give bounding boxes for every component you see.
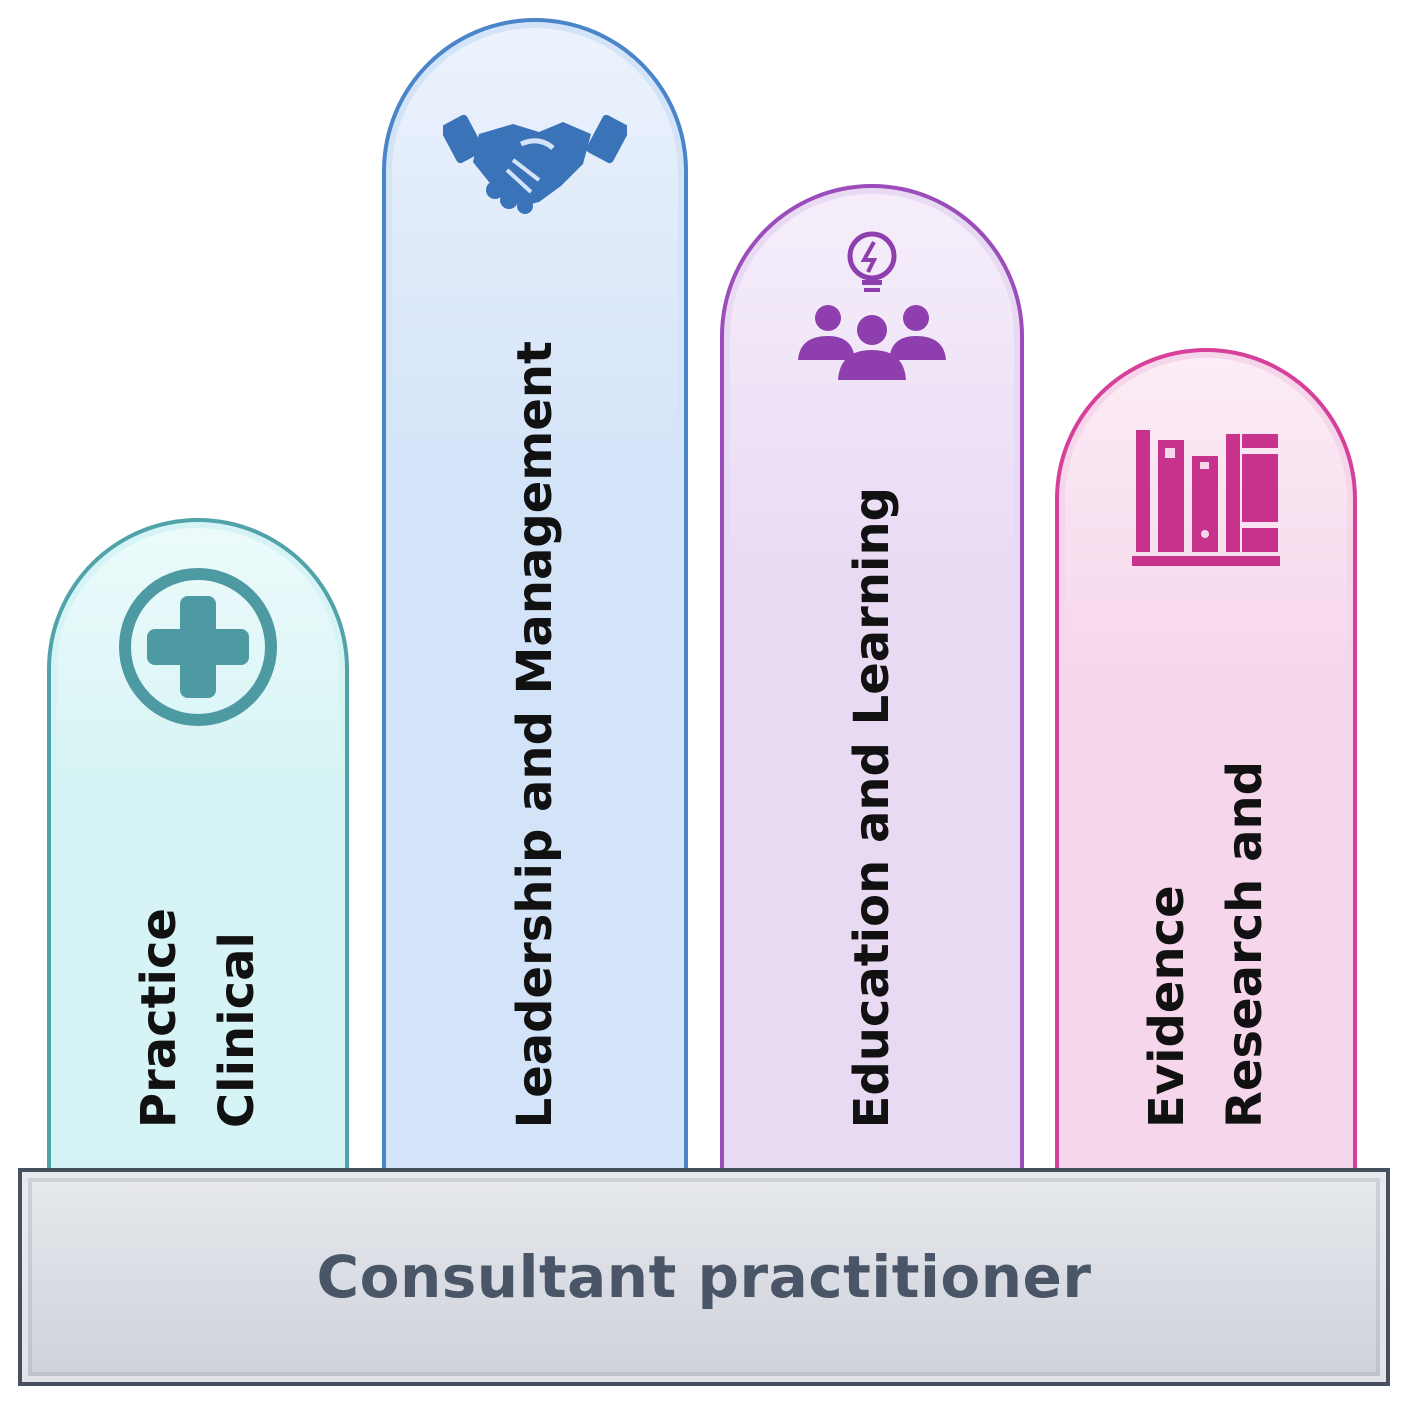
- label-line: Practice: [131, 907, 187, 1128]
- base-label: Consultant practitioner: [316, 1243, 1092, 1311]
- label-line: Education and Learning: [844, 486, 900, 1128]
- pillar-label: Education and Learning: [833, 487, 911, 1128]
- label-line: Research and: [1217, 761, 1273, 1128]
- handshake-icon: [440, 102, 630, 218]
- label-line: Leadership and Management: [507, 340, 563, 1128]
- books-icon: [1132, 426, 1280, 570]
- pillar-label: Leadership and Management: [496, 341, 574, 1128]
- pillar-leadership-management: Leadership and Management: [382, 18, 688, 1168]
- pillar-label: Clinical Practice: [120, 908, 276, 1128]
- base-platform: Consultant practitioner: [18, 1168, 1390, 1386]
- pillar-research-evidence: Research and Evidence: [1055, 348, 1357, 1168]
- medical-cross-icon: [117, 566, 279, 732]
- pillar-education-learning: Education and Learning: [720, 184, 1024, 1168]
- label-line: Evidence: [1139, 885, 1195, 1128]
- pillar-clinical-practice: Clinical Practice: [47, 518, 349, 1168]
- pillar-label: Research and Evidence: [1128, 761, 1284, 1128]
- label-line: Clinical: [209, 931, 265, 1128]
- lightbulb-group-icon: [794, 230, 950, 386]
